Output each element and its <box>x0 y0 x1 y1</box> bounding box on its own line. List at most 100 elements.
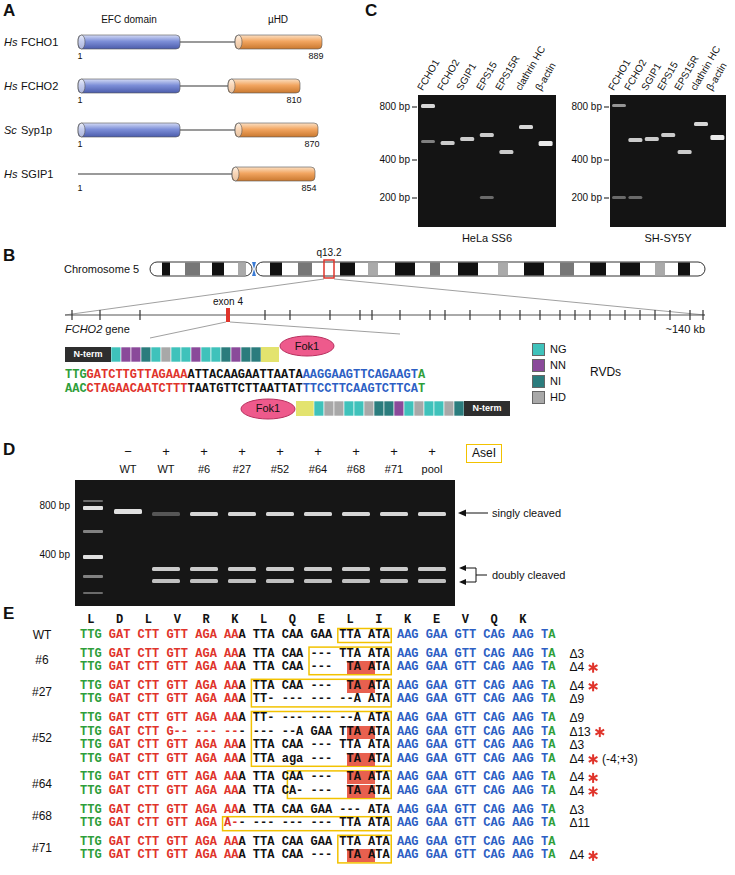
gel-band <box>266 579 294 583</box>
deletion-size: Δ4 <box>569 661 584 674</box>
stop-asterisk <box>589 665 598 670</box>
panel-letter: A <box>3 1 15 21</box>
residue-number: 1 <box>77 95 82 105</box>
dna-sequence: TTG <box>80 648 102 661</box>
legend-text: NN <box>550 359 566 372</box>
domain-label: EFC domain <box>101 14 157 26</box>
dna-sequence: A <box>548 785 555 798</box>
size-marker: 200 bp <box>379 192 410 204</box>
gel-band <box>480 196 494 199</box>
dna-sequence: GAT CTT GTT AGA AA <box>109 648 239 661</box>
rvd-repeat <box>364 401 374 416</box>
exon-4 <box>226 308 230 322</box>
dna-sequence: AAG GAA GTT CAG AAG T <box>397 753 548 766</box>
ellipse-fill <box>280 336 334 356</box>
dna-sequence: TA <box>375 785 389 798</box>
dna-sequence: A <box>548 726 555 739</box>
gel-band <box>421 140 435 143</box>
cell-line: SH-SY5Y <box>644 232 691 245</box>
chromosome-band <box>270 263 282 276</box>
domain-cylinder <box>232 167 315 181</box>
dna-sequence: AAGGAAGTTCAGAAGT <box>303 368 418 382</box>
ladder-band <box>83 530 103 533</box>
dna-sequence: A TT- --- --- --A ATA <box>238 693 389 706</box>
exon <box>624 310 625 320</box>
chromosome-band <box>340 263 355 276</box>
exon <box>702 310 703 320</box>
rvd-repeat <box>414 401 424 416</box>
chromosome-arm <box>150 262 252 276</box>
stop-asterisk <box>595 730 604 735</box>
dna-sequence: AAG GAA GTT CAG AAG T <box>397 693 548 706</box>
gene-line <box>65 315 705 316</box>
rvd-repeat <box>454 401 464 416</box>
dna-sequence: A TTA CAA --- <box>238 771 332 784</box>
size-tick <box>604 160 609 161</box>
dna-sequence: AAG GAA GTT CAG AAG T <box>397 739 548 752</box>
exon <box>289 310 290 320</box>
dna-sequence: TTG <box>80 680 102 693</box>
exon <box>429 310 430 320</box>
dna-sequence: - --- --A GAA T <box>238 726 346 739</box>
dna-sequence: TA <box>375 753 389 766</box>
dna-sequence: TTG <box>80 804 102 817</box>
dna-sequence: A TTA CAA --- <box>238 680 332 693</box>
chromosome-band <box>212 263 224 276</box>
gel-band <box>418 512 446 516</box>
zoom-line <box>150 322 226 338</box>
stop-asterisk <box>589 789 598 794</box>
size-marker: 800 bp <box>571 101 602 113</box>
dna-sequence: AAG GAA GTT CAG AAG T <box>397 648 548 661</box>
zoom-line <box>230 322 400 334</box>
stop-asterisk <box>589 757 598 762</box>
deletion-size: Δ4 <box>569 771 584 784</box>
rvd-repeat <box>354 401 364 416</box>
cylinder-end <box>232 167 239 181</box>
dna-sequence: A TT- --- --- --A ATA <box>238 712 389 725</box>
legend-swatch <box>532 343 545 356</box>
gene-name: FCHO2 <box>65 323 102 336</box>
gel-band <box>266 512 294 516</box>
dna-sequence: ATTACAAGAATTAATA <box>187 368 302 382</box>
rvd-repeat <box>161 347 171 362</box>
legend-swatch <box>532 391 545 404</box>
gel-band <box>304 567 332 571</box>
dna-sequence: GAT CTT GTT AGA AA <box>109 693 239 706</box>
size-marker: 800 bp <box>379 101 410 113</box>
deletion-size: Δ9 <box>569 693 584 706</box>
dna-sequence: GAT CTT GTT AGA AA <box>109 804 239 817</box>
chromosome-band <box>655 263 665 276</box>
gel-band <box>539 141 553 146</box>
arrow-head <box>459 579 466 585</box>
gene-size: ~140 kb <box>666 323 705 336</box>
domain-cylinder <box>78 35 180 49</box>
gel-band <box>628 138 642 142</box>
chromosome-band <box>458 263 478 276</box>
deletion-size: Δ4 <box>569 785 584 798</box>
exon <box>329 310 330 320</box>
rvd-repeat <box>111 347 121 362</box>
panel-letter: C <box>365 1 377 21</box>
legend-swatch <box>532 359 545 372</box>
deletion-size: Δ3 <box>569 648 584 661</box>
rvd-repeat <box>444 401 454 416</box>
exon <box>371 310 372 320</box>
gel-band <box>304 579 332 583</box>
size-tick <box>412 198 417 199</box>
exon <box>264 310 265 320</box>
stop-codon: TA A <box>347 785 376 798</box>
ladder-band <box>83 555 103 559</box>
centromere <box>252 269 256 276</box>
gel-band <box>661 133 675 137</box>
ladder-band <box>83 500 103 502</box>
gel-band <box>678 150 692 154</box>
dna-sequence: AAG GAA GTT CAG AAG T <box>397 817 548 830</box>
enzyme-sign: + <box>162 445 170 460</box>
chromosome-name: Chromosome 5 <box>64 263 139 276</box>
stop-asterisk <box>589 665 598 670</box>
rvd-repeat <box>394 401 404 416</box>
linker <box>180 129 235 131</box>
stop-codon: TA A <box>347 661 376 674</box>
dna-sequence: TA <box>375 661 389 674</box>
gel-band <box>304 512 332 516</box>
